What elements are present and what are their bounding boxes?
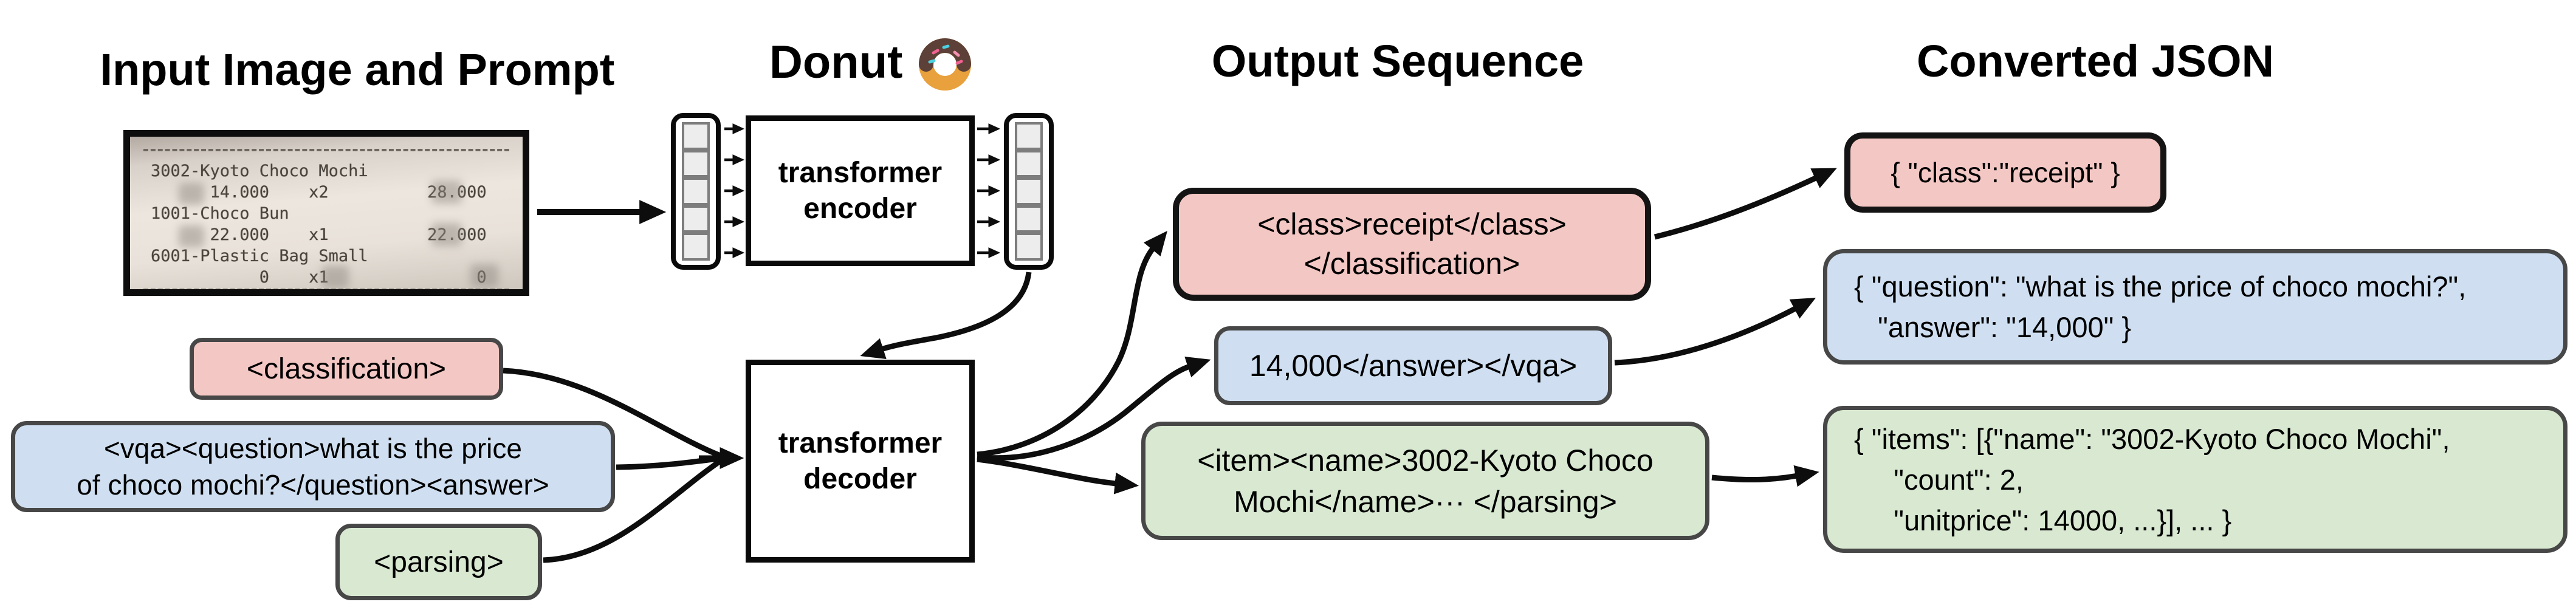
model-title-text: Donut: [769, 36, 903, 88]
token-column-output: [1004, 113, 1054, 270]
json-classification-text: { "class":"receipt" }: [1891, 156, 2120, 188]
output-classification-line: </classification>: [1303, 247, 1520, 281]
json-classification-box: { "class":"receipt" }: [1844, 132, 2166, 213]
receipt-line: 0 x1 0: [151, 268, 487, 287]
json-vqa-line: "answer": "14,000" }: [1854, 311, 2132, 343]
prompt-vqa-line: of choco mochi?</question><answer>: [77, 469, 549, 501]
blur-patch: [431, 223, 462, 246]
output-classification-line: <class>receipt</class>: [1257, 207, 1567, 241]
column-title-output: Output Sequence: [1211, 36, 1584, 86]
transformer-decoder-block: transformer decoder: [746, 360, 975, 563]
output-parsing-box: <item><name>3002-Kyoto Choco Mochi</name…: [1141, 422, 1709, 540]
arrow-classification-output-to-json: [1654, 168, 1837, 240]
arrow-decoder-to-parsing-output: [977, 456, 1139, 495]
prompt-parsing-box: <parsing>: [335, 524, 542, 600]
output-parsing-line: <item><name>3002-Kyoto Choco: [1197, 443, 1654, 478]
column-title-model: Donut: [769, 32, 975, 92]
json-parsing-line: "unitprice": 14000, ...}], ... }: [1854, 504, 2232, 536]
patch-square: [682, 177, 710, 205]
decoder-label-line: transformer: [778, 427, 943, 459]
json-vqa-box: { "question": "what is the price of choc…: [1823, 249, 2567, 365]
blur-patch: [179, 183, 204, 205]
output-classification-box: <class>receipt</class> </classification>: [1173, 188, 1651, 301]
arrows-encoder-to-tokens: [977, 123, 1001, 258]
token-square: [1015, 205, 1043, 233]
receipt-ruler-top: [143, 149, 509, 151]
patch-square: [682, 233, 710, 261]
token-square: [1015, 177, 1043, 205]
patch-square: [682, 205, 710, 233]
output-vqa-box: 14,000</answer></vqa>: [1214, 326, 1612, 405]
token-square: [1015, 122, 1043, 150]
output-vqa-text: 14,000</answer></vqa>: [1249, 348, 1578, 383]
receipt-ruler-bottom: [143, 289, 509, 291]
decoder-label-line: decoder: [803, 463, 917, 495]
arrow-parsing-output-to-json: [1711, 465, 1819, 487]
column-title-json: Converted JSON: [1916, 36, 2275, 86]
arrow-vqa-prompt-to-decoder: [616, 455, 723, 470]
arrow-encoder-to-decoder: [860, 272, 1032, 360]
prompt-vqa-line: <vqa><question>what is the price: [104, 433, 522, 464]
receipt-line: 3002-Kyoto Choco Mochi: [151, 162, 368, 180]
arrows-patches-to-encoder: [724, 123, 745, 258]
blur-patch: [470, 264, 498, 287]
blur-patch: [179, 225, 204, 247]
patch-column-input: [671, 113, 721, 270]
receipt-line: 1001-Choco Bun: [151, 204, 289, 223]
prompt-classification-text: <classification>: [246, 352, 447, 385]
prompt-vqa-box: <vqa><question>what is the price of choc…: [11, 421, 615, 512]
json-parsing-line: "count": 2,: [1854, 463, 2024, 496]
token-square: [1015, 233, 1043, 261]
output-parsing-line: Mochi</name>··· </parsing>: [1234, 484, 1617, 519]
encoder-label-line: encoder: [803, 193, 917, 225]
prompt-classification-box: <classification>: [190, 338, 503, 400]
patch-square: [682, 149, 710, 178]
receipt-line: 6001-Plastic Bag Small: [151, 247, 368, 265]
patch-square: [682, 122, 710, 150]
transformer-encoder-block: transformer encoder: [746, 115, 975, 266]
arrow-vqa-output-to-json: [1614, 298, 1816, 366]
blur-patch: [322, 265, 349, 289]
column-title-input: Input Image and Prompt: [100, 44, 615, 95]
json-vqa-line: { "question": "what is the price of choc…: [1854, 270, 2467, 303]
encoder-label-line: transformer: [778, 157, 943, 189]
receipt-photo: 3002-Kyoto Choco Mochi 14.000 x2 28.000 …: [123, 130, 529, 296]
blur-patch: [431, 180, 462, 204]
donut-icon: [919, 38, 972, 91]
json-parsing-line: { "items": [{"name": "3002-Kyoto Choco M…: [1854, 422, 2450, 455]
json-parsing-box: { "items": [{"name": "3002-Kyoto Choco M…: [1823, 406, 2567, 553]
arrow-decoder-to-classification-output: [977, 230, 1167, 457]
prompt-parsing-text: <parsing>: [374, 546, 504, 578]
token-square: [1015, 149, 1043, 178]
